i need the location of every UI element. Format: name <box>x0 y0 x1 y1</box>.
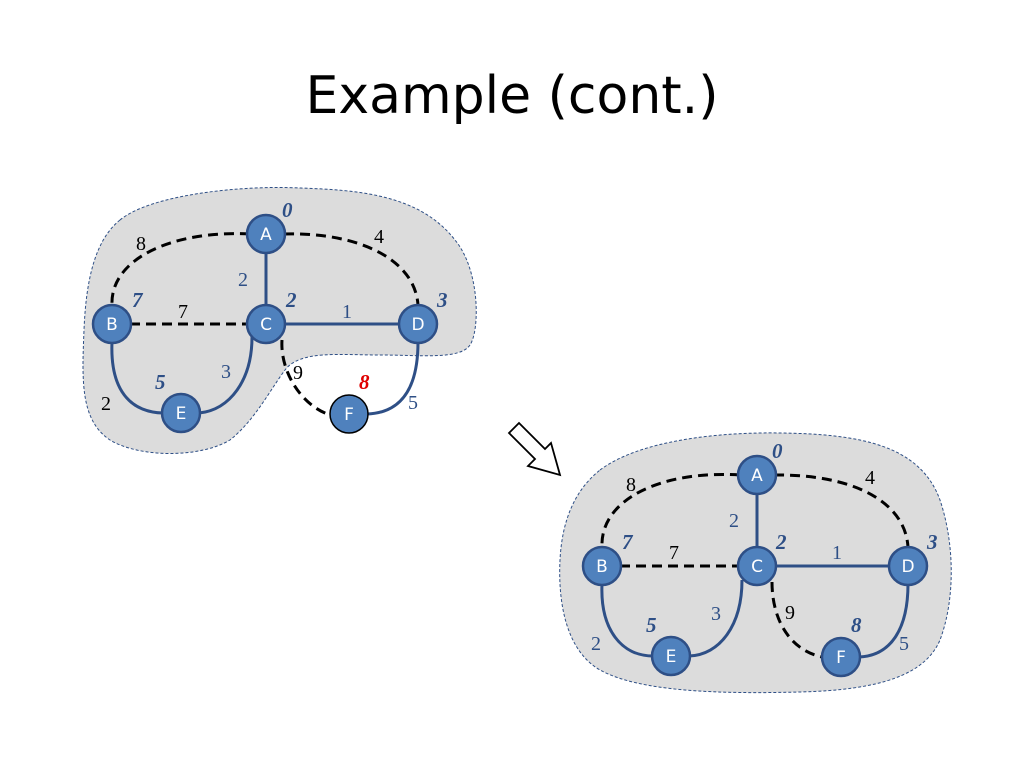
svg-text:C: C <box>751 557 763 577</box>
svg-text:A: A <box>751 466 763 486</box>
edge-d-f <box>366 341 420 416</box>
svg-text:C: C <box>260 315 272 335</box>
distance-d: 3 <box>926 530 938 554</box>
node-b: B <box>91 303 133 345</box>
weight-a-d: 4 <box>865 467 875 489</box>
weight-a-b: 8 <box>136 233 146 255</box>
node-d: D <box>887 545 929 587</box>
edge-d-f <box>858 583 910 659</box>
weight-b-c: 7 <box>178 301 188 323</box>
svg-text:F: F <box>344 405 354 425</box>
edge-a-b <box>110 232 251 306</box>
edge-a-d <box>283 232 420 306</box>
distance-f: 8 <box>851 613 862 637</box>
node-d: D <box>397 303 439 345</box>
edge-c-e <box>198 336 254 415</box>
distance-e: 5 <box>155 370 166 394</box>
hollow-arrow-down-right-icon <box>507 421 562 477</box>
edge-b-e <box>600 583 654 658</box>
node-c: C <box>736 545 778 587</box>
edge-c-e <box>688 579 744 658</box>
svg-text:E: E <box>666 647 677 667</box>
weight-c-f: 9 <box>293 362 303 384</box>
distance-b: 7 <box>622 530 634 554</box>
weight-c-f: 9 <box>785 602 795 624</box>
node-e: E <box>650 635 692 677</box>
edge-a-b <box>600 472 741 548</box>
weight-c-d: 1 <box>832 542 842 564</box>
distance-f: 8 <box>359 370 370 394</box>
weight-c-d: 1 <box>342 301 352 323</box>
edge-c-f <box>770 581 823 659</box>
svg-text:F: F <box>836 648 846 668</box>
edge-a-d <box>773 473 910 548</box>
distance-b: 7 <box>132 288 144 312</box>
weight-b-e: 2 <box>591 633 601 655</box>
node-c: C <box>245 303 287 345</box>
slide-title: Example (cont.) <box>305 66 719 126</box>
node-a: A <box>736 454 778 496</box>
weight-b-e: 2 <box>101 393 111 415</box>
graph-after: 8 4 2 7 1 2 3 9 5 A B C D E F <box>559 432 952 694</box>
distance-c: 2 <box>285 288 297 312</box>
distance-a: 0 <box>282 198 293 222</box>
graph-before: 8 4 2 7 1 2 3 9 5 A B C D E F <box>82 187 477 454</box>
node-e: E <box>160 392 202 434</box>
svg-text:A: A <box>260 225 272 245</box>
svg-text:E: E <box>176 404 187 424</box>
distance-e: 5 <box>646 613 657 637</box>
node-f: F <box>329 394 369 434</box>
distance-a: 0 <box>772 439 783 463</box>
weight-d-f: 5 <box>408 392 418 414</box>
weight-a-c: 2 <box>238 269 248 291</box>
node-f: F <box>820 636 862 678</box>
weight-c-e: 3 <box>221 361 231 383</box>
edge-c-f <box>280 339 331 417</box>
node-b: B <box>581 545 623 587</box>
distance-d: 3 <box>436 288 448 312</box>
distance-c: 2 <box>775 530 787 554</box>
weight-a-d: 4 <box>374 226 384 248</box>
svg-text:B: B <box>106 315 118 335</box>
weight-a-c: 2 <box>729 510 739 532</box>
weight-b-c: 7 <box>669 542 679 564</box>
svg-text:D: D <box>411 315 424 335</box>
weight-d-f: 5 <box>899 633 909 655</box>
weight-c-e: 3 <box>711 603 721 625</box>
node-a: A <box>245 213 287 255</box>
svg-text:B: B <box>596 557 608 577</box>
edge-b-e <box>110 341 164 415</box>
weight-a-b: 8 <box>626 474 636 496</box>
svg-text:D: D <box>901 557 914 577</box>
